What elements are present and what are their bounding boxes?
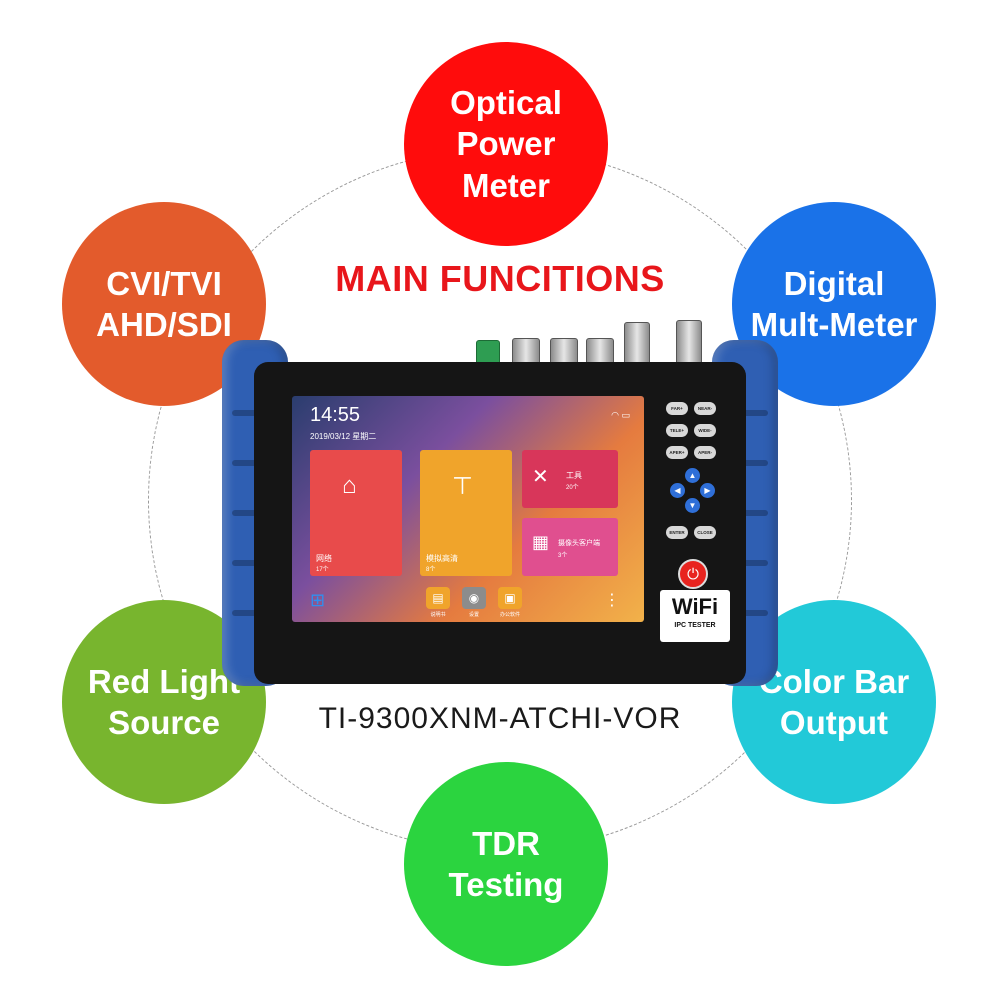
screen-clock: 14:55: [310, 404, 361, 426]
tile-network[interactable]: ⌂ 网络 17个: [310, 450, 402, 576]
device-screen: 14:55 2019/03/12 星期二 ◠ ▭ ⌂ 网络 17个 ⊤ 模拟高清…: [292, 396, 644, 622]
keypad: FAR+ NEAR- TELE+ WIDE- APER+ APER- ▲ ◀ ▶…: [660, 400, 740, 690]
device-illustration: 14:55 2019/03/12 星期二 ◠ ▭ ⌂ 网络 17个 ⊤ 模拟高清…: [218, 318, 782, 690]
dpad-left-icon[interactable]: ◀: [670, 483, 685, 498]
ipc-tester-text: IPC TESTER: [674, 622, 716, 629]
dpad-down-icon[interactable]: ▼: [685, 498, 700, 513]
feature-line: Optical: [450, 84, 562, 122]
fiber-connector: [676, 320, 702, 368]
tile-label: 工具: [566, 471, 582, 480]
network-camera-icon: ⌂: [342, 472, 357, 499]
tile-count: 8个: [426, 567, 436, 573]
dock-label: 设置: [468, 612, 479, 618]
key-wide[interactable]: WIDE-: [694, 424, 716, 437]
dpad-right-icon[interactable]: ▶: [700, 483, 715, 498]
key-aper-minus[interactable]: APER-: [694, 446, 716, 459]
feature-line: Red Light: [87, 662, 241, 700]
tile-label: 摄像头客户端: [558, 540, 600, 547]
battery-icon: ▭: [621, 410, 630, 420]
key-far[interactable]: FAR+: [666, 402, 688, 415]
fiber-connector: [624, 322, 650, 368]
manual-icon[interactable]: ▤: [426, 587, 450, 609]
feature-line: Mult-Meter: [750, 306, 918, 343]
feature-color-bar-output: Color Bar Output: [732, 600, 936, 804]
tile-count: 20个: [566, 485, 579, 491]
tile-count: 17个: [316, 567, 329, 573]
tools-icon: ✕: [532, 466, 549, 488]
feature-line: Testing: [448, 866, 564, 903]
key-aper-plus[interactable]: APER+: [666, 446, 688, 459]
key-enter[interactable]: ENTER: [666, 526, 688, 539]
screen-dock: ⊞ ▤ 说明书 ◉ 设置 ▣ 办公软件 ⋮: [292, 582, 644, 622]
tile-count: 3个: [558, 553, 568, 559]
key-close[interactable]: CLOSE: [694, 526, 716, 539]
feature-line: Power: [456, 125, 556, 163]
cctv-camera-icon: ⊤: [452, 473, 473, 500]
tile-label: 网络: [316, 554, 332, 563]
key-near[interactable]: NEAR-: [694, 402, 716, 415]
power-icon[interactable]: ⏻: [678, 559, 708, 589]
tile-analog-hd[interactable]: ⊤ 模拟高清 8个: [420, 450, 512, 576]
tile-tools[interactable]: ✕ 工具 20个: [522, 450, 618, 508]
feature-line: Source: [108, 704, 220, 741]
feature-line: TDR: [472, 824, 540, 862]
dock-label: 办公软件: [499, 612, 520, 618]
settings-icon[interactable]: ◉: [462, 587, 486, 609]
camera-client-icon: ▦: [532, 532, 550, 552]
feature-tdr-testing: TDR Testing: [404, 762, 608, 966]
status-icons: ◠ ▭: [611, 410, 630, 421]
screen-date: 2019/03/12 星期二: [310, 432, 377, 441]
feature-line: AHD/SDI: [96, 306, 232, 343]
windows-icon[interactable]: ⊞: [310, 590, 326, 610]
feature-line: CVI/TVI: [106, 264, 222, 302]
dpad-up-icon[interactable]: ▲: [685, 468, 700, 483]
wifi-badge: WiFi IPC TESTER: [660, 590, 730, 642]
wifi-status-icon: ◠: [611, 410, 619, 420]
office-icon[interactable]: ▣: [498, 587, 522, 609]
feature-line: Digital: [783, 264, 885, 302]
key-tele[interactable]: TELE+: [666, 424, 688, 437]
feature-line: Output: [779, 704, 889, 741]
main-functions-heading: MAIN FUNCITIONS: [335, 258, 665, 299]
tile-label: 模拟高清: [426, 554, 458, 563]
feature-optical-power-meter: Optical Power Meter: [404, 42, 608, 246]
wifi-badge-text: WiFi: [671, 594, 719, 619]
more-menu-icon[interactable]: ⋮: [604, 592, 620, 609]
feature-line: Meter: [461, 166, 550, 204]
feature-line: Color Bar: [758, 662, 910, 700]
dock-label: 说明书: [430, 612, 446, 618]
model-number: TI-9300XNM-ATCHI-VOR: [318, 702, 682, 735]
tile-camera-client[interactable]: ▦ 摄像头客户端 3个: [522, 518, 618, 576]
